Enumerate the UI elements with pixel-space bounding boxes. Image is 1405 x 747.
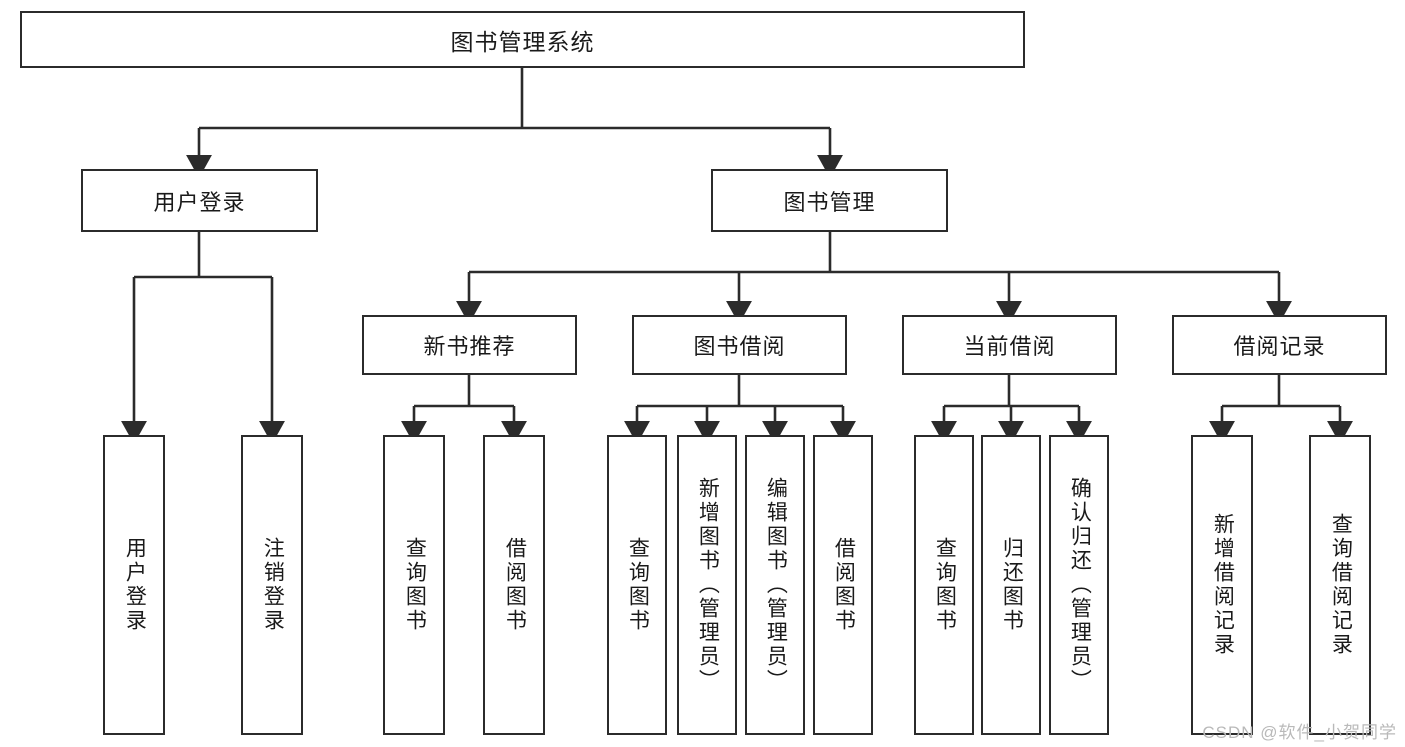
- leaf-borrow-book[interactable]: 借阅图书: [813, 435, 873, 735]
- leaf-borrow-book-recommend[interactable]: 借阅图书: [483, 435, 545, 735]
- node-label: 图书借阅: [693, 334, 786, 359]
- node-label: 用户登录: [123, 537, 147, 633]
- node-current-borrow[interactable]: 当前借阅: [902, 315, 1117, 375]
- node-label: 查询图书: [933, 537, 957, 633]
- node-label: 借阅图书: [503, 537, 527, 633]
- leaf-query-borrow-record[interactable]: 查询借阅记录: [1309, 435, 1371, 735]
- leaf-add-book-admin[interactable]: 新增图书（管理员）: [677, 435, 737, 735]
- node-label: 新增借阅记录: [1211, 513, 1235, 657]
- node-label: 借阅图书: [832, 537, 856, 633]
- watermark-text: CSDN @软件_小贺同学: [1202, 723, 1397, 742]
- leaf-query-book-recommend[interactable]: 查询图书: [383, 435, 445, 735]
- leaf-confirm-return-admin[interactable]: 确认归还（管理员）: [1049, 435, 1109, 735]
- node-label: 用户登录: [153, 189, 246, 215]
- node-book-borrow[interactable]: 图书借阅: [632, 315, 847, 375]
- leaf-query-book-current[interactable]: 查询图书: [914, 435, 974, 735]
- node-label: 图书管理系统: [450, 28, 595, 55]
- node-book-management[interactable]: 图书管理: [711, 169, 948, 232]
- leaf-edit-book-admin[interactable]: 编辑图书（管理员）: [745, 435, 805, 735]
- leaf-user-login[interactable]: 用户登录: [103, 435, 165, 735]
- node-user-login[interactable]: 用户登录: [81, 169, 318, 232]
- node-label: 新增图书（管理员）: [696, 477, 720, 693]
- node-label: 当前借阅: [963, 334, 1056, 359]
- node-label: 查询借阅记录: [1329, 513, 1353, 657]
- node-label: 借阅记录: [1233, 334, 1326, 359]
- node-label: 图书管理: [783, 189, 876, 215]
- leaf-query-book-borrow[interactable]: 查询图书: [607, 435, 667, 735]
- node-root-system[interactable]: 图书管理系统: [20, 11, 1025, 68]
- node-label: 归还图书: [1000, 537, 1024, 633]
- leaf-add-borrow-record[interactable]: 新增借阅记录: [1191, 435, 1253, 735]
- node-label: 编辑图书（管理员）: [764, 477, 788, 693]
- node-new-book-recommend[interactable]: 新书推荐: [362, 315, 577, 375]
- node-label: 新书推荐: [423, 334, 516, 359]
- node-label: 查询图书: [626, 537, 650, 633]
- node-label: 确认归还（管理员）: [1068, 477, 1092, 693]
- leaf-return-book[interactable]: 归还图书: [981, 435, 1041, 735]
- node-borrow-record[interactable]: 借阅记录: [1172, 315, 1387, 375]
- node-label: 查询图书: [403, 537, 427, 633]
- node-label: 注销登录: [261, 537, 285, 633]
- leaf-logout[interactable]: 注销登录: [241, 435, 303, 735]
